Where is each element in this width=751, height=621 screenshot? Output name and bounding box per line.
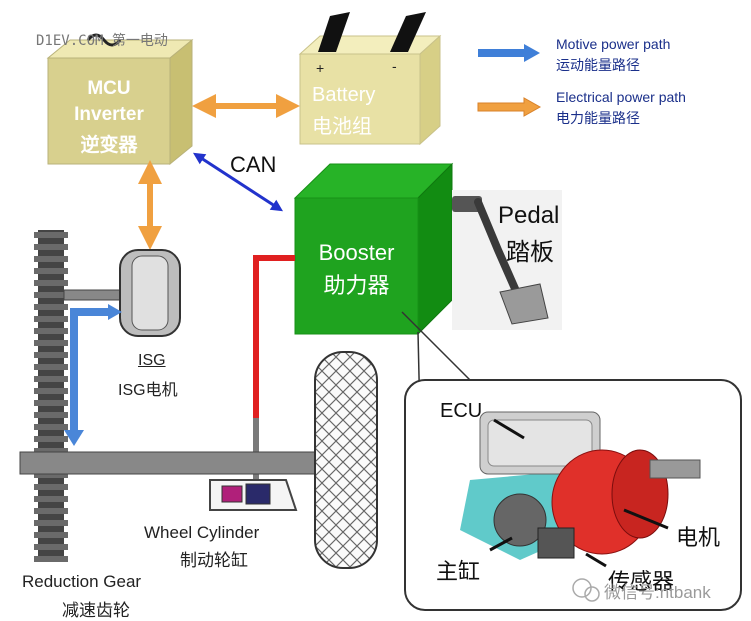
reduction-gear-label-zh: 减速齿轮 bbox=[62, 601, 130, 620]
gear-tooth bbox=[34, 472, 68, 478]
gear-tooth bbox=[34, 400, 68, 406]
gear-tooth bbox=[34, 412, 68, 418]
gear-tooth bbox=[34, 496, 68, 502]
battery-box bbox=[298, 12, 442, 146]
gear-tooth bbox=[34, 232, 68, 238]
gear-tooth bbox=[34, 280, 68, 286]
brake-line bbox=[253, 255, 295, 418]
battery-label-en: Battery bbox=[312, 84, 376, 106]
motive-power-arrow bbox=[70, 308, 110, 434]
booster-assembly-illustration bbox=[460, 411, 701, 560]
wechat-icon bbox=[572, 578, 600, 602]
legend-electrical-label-zh: 电力能量路径 bbox=[556, 110, 640, 126]
gear-tooth bbox=[34, 556, 68, 562]
wheel-cylinder-label-zh: 制动轮缸 bbox=[180, 551, 248, 570]
gear-tooth bbox=[34, 532, 68, 538]
wheel-cylinder-label-en: Wheel Cylinder bbox=[144, 523, 260, 542]
gear-tooth bbox=[34, 424, 68, 430]
mcu-inverter-box bbox=[46, 33, 194, 166]
booster-label-zh: 助力器 bbox=[323, 273, 390, 298]
battery-minus: - bbox=[392, 58, 397, 74]
axle-shaft bbox=[19, 451, 331, 475]
reduction-gear bbox=[34, 230, 68, 562]
pedal-label-zh: 踏板 bbox=[506, 239, 554, 266]
can-arrow bbox=[192, 152, 284, 212]
gear-tooth bbox=[34, 508, 68, 514]
battery-terminal-positive bbox=[318, 12, 350, 52]
isg-label-zh: ISG电机 bbox=[118, 382, 178, 399]
tire bbox=[314, 351, 378, 569]
pedal-label-en: Pedal bbox=[498, 202, 560, 229]
legend-motive-arrow bbox=[478, 44, 540, 62]
reduction-gear-label-en: Reduction Gear bbox=[22, 572, 142, 591]
mcu-label-line3: 逆变器 bbox=[80, 135, 138, 156]
gear-tooth bbox=[34, 256, 68, 262]
legend-electrical-arrow bbox=[477, 97, 542, 117]
gear-tooth bbox=[34, 328, 68, 334]
gear-tooth bbox=[34, 364, 68, 370]
booster-box bbox=[293, 162, 454, 336]
gear-tooth bbox=[34, 388, 68, 394]
gear-tooth bbox=[34, 340, 68, 346]
gear-tooth bbox=[34, 436, 68, 442]
mcu-label-line1: MCU bbox=[87, 78, 131, 99]
legend-electrical-label-en: Electrical power path bbox=[556, 89, 686, 105]
can-label: CAN bbox=[230, 152, 277, 177]
wheel-cylinder bbox=[209, 479, 298, 511]
gear-tooth bbox=[34, 376, 68, 382]
gear-tooth bbox=[34, 448, 68, 454]
pedal-illustration bbox=[452, 190, 562, 330]
gear-tooth bbox=[34, 268, 68, 274]
isg-label-en: ISG bbox=[138, 352, 166, 369]
gear-tooth bbox=[34, 352, 68, 358]
battery-terminal-negative bbox=[390, 12, 426, 52]
legend-motive-label-zh: 运动能量路径 bbox=[556, 57, 640, 73]
inset-motor-label: 电机 bbox=[676, 525, 721, 550]
isg-motor bbox=[119, 249, 181, 337]
watermark-top: D1EV.COM 第一电动 bbox=[36, 33, 168, 49]
inset-ecu-label: ECU bbox=[440, 400, 483, 422]
mcu-label-line2: Inverter bbox=[74, 104, 144, 125]
gear-tooth bbox=[34, 544, 68, 550]
inset-master-cylinder-label: 主缸 bbox=[436, 559, 481, 584]
legend-motive-label-en: Motive power path bbox=[556, 36, 671, 52]
battery-plus: + bbox=[316, 60, 325, 76]
gear-tooth bbox=[34, 292, 68, 298]
watermark-bottom: 微信号:ntbank bbox=[604, 583, 711, 602]
upper-shaft bbox=[63, 289, 121, 301]
gear-tooth bbox=[34, 316, 68, 322]
inset-sensor-label: 传感器 bbox=[608, 569, 675, 594]
battery-label-zh: 电池组 bbox=[312, 116, 372, 138]
gear-tooth bbox=[34, 304, 68, 310]
gear-tooth bbox=[34, 244, 68, 250]
booster-label-en: Booster bbox=[318, 240, 395, 265]
gear-tooth bbox=[34, 520, 68, 526]
gear-tooth bbox=[34, 484, 68, 490]
